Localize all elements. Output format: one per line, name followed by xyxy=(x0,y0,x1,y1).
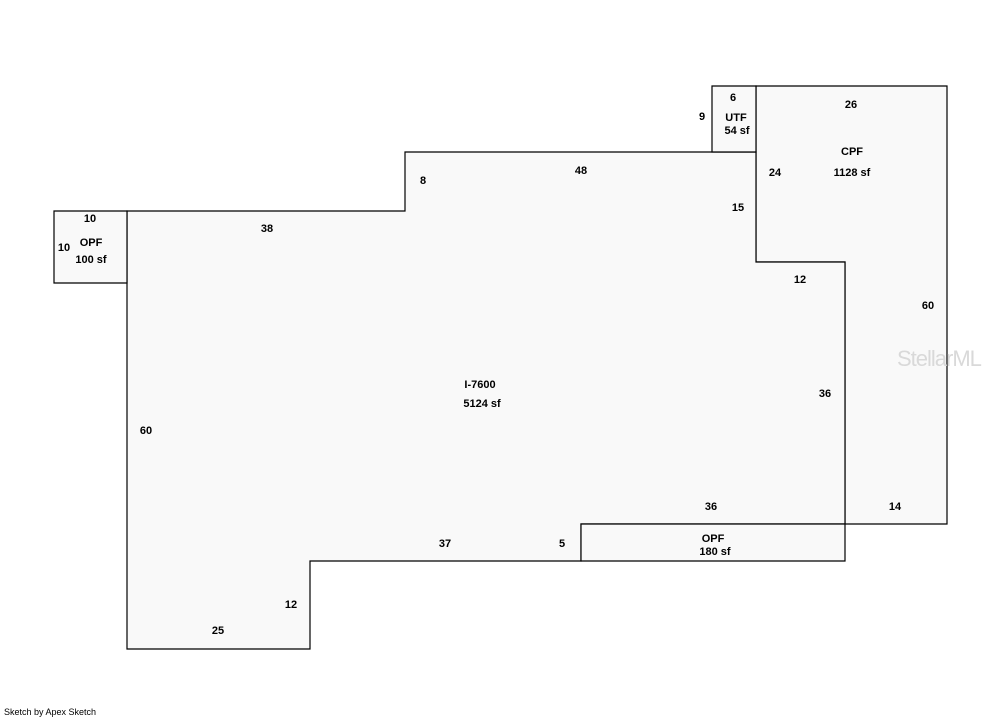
opf-bottom-area-size: 180 sf xyxy=(699,546,731,558)
dim-opf-left-height: 10 xyxy=(58,242,70,254)
dim-main-step-up: 8 xyxy=(420,175,426,187)
dim-main-bottom-right: 36 xyxy=(705,501,717,513)
main-area-size: 5124 sf xyxy=(463,398,501,410)
utf-area-code: UTF xyxy=(725,112,747,124)
dim-utf-width: 6 xyxy=(730,92,736,104)
dim-main-top: 48 xyxy=(575,165,587,177)
dim-main-bottom-step: 5 xyxy=(559,538,565,550)
dim-cpf-bottom: 14 xyxy=(889,501,902,513)
opf-left-area-size: 100 sf xyxy=(75,254,107,266)
opf-bottom-area xyxy=(580,523,846,562)
utf-area xyxy=(711,85,757,153)
sketch-credit: Sketch by Apex Sketch xyxy=(4,707,97,717)
dim-utf-height: 9 xyxy=(699,111,705,123)
dim-main-notch: 12 xyxy=(285,599,297,611)
dim-main-right-step: 12 xyxy=(794,274,806,286)
dim-cpf-right: 60 xyxy=(922,300,934,312)
cpf-area-code: CPF xyxy=(841,146,863,158)
opf-left-area-code: OPF xyxy=(80,237,103,249)
dim-main-top-left: 38 xyxy=(261,223,273,235)
opf-left-area xyxy=(53,210,128,284)
dim-main-bottom: 37 xyxy=(439,538,451,550)
dim-main-bottom-left: 25 xyxy=(212,625,224,637)
dim-main-left: 60 xyxy=(140,425,152,437)
opf-bottom-area-code: OPF xyxy=(702,533,725,545)
dim-cpf-left: 24 xyxy=(769,167,782,179)
cpf-area-size: 1128 sf xyxy=(834,167,871,179)
dim-main-right-upper: 15 xyxy=(732,202,744,214)
utf-area-size: 54 sf xyxy=(724,125,749,137)
dim-opf-left-width: 10 xyxy=(84,213,96,225)
dim-cpf-top: 26 xyxy=(845,99,857,111)
watermark-text: StellarMLS xyxy=(897,346,982,371)
dim-main-right: 36 xyxy=(819,388,831,400)
main-area-code: I-7600 xyxy=(464,379,495,391)
